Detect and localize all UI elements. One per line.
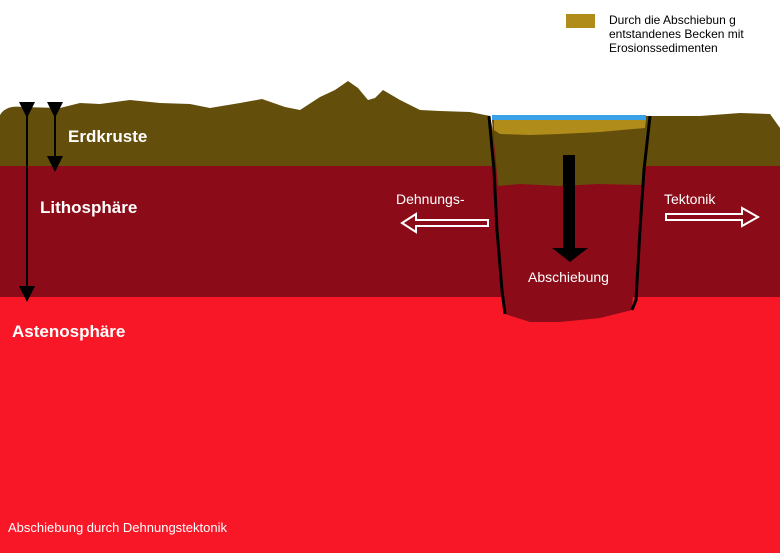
label-erdkruste: Erdkruste — [68, 127, 147, 146]
extension-arrow-right — [665, 206, 761, 228]
label-astenosphaere: Astenosphäre — [12, 322, 125, 341]
legend-swatch — [566, 14, 595, 28]
fault-line-right — [630, 115, 652, 311]
label-tektonik: Tektonik — [664, 191, 716, 207]
fault-line-left — [487, 115, 507, 315]
graben-crust — [492, 118, 648, 186]
sediment-basin — [494, 120, 646, 135]
subsidence-arrow-head — [552, 248, 588, 262]
label-abschiebung: Abschiebung — [528, 269, 609, 285]
extension-arrow-left — [400, 212, 489, 234]
asthenosphere-layer — [0, 297, 780, 553]
legend-line-2: entstandenes Becken mit — [609, 27, 744, 41]
subsidence-arrow-shaft — [563, 155, 575, 250]
label-lithosphaere: Lithosphäre — [40, 198, 137, 217]
diagram-caption: Abschiebung durch Dehnungstektonik — [8, 520, 227, 535]
legend-line-1: Durch die Abschiebun g — [609, 13, 736, 27]
label-dehnungs: Dehnungs- — [396, 191, 465, 207]
crust-layer-left — [0, 81, 500, 166]
crust-layer-right — [640, 113, 780, 166]
water-surface — [492, 115, 646, 120]
legend-line-3: Erosionssedimenten — [609, 41, 718, 55]
lithosphere-layer — [0, 166, 780, 297]
